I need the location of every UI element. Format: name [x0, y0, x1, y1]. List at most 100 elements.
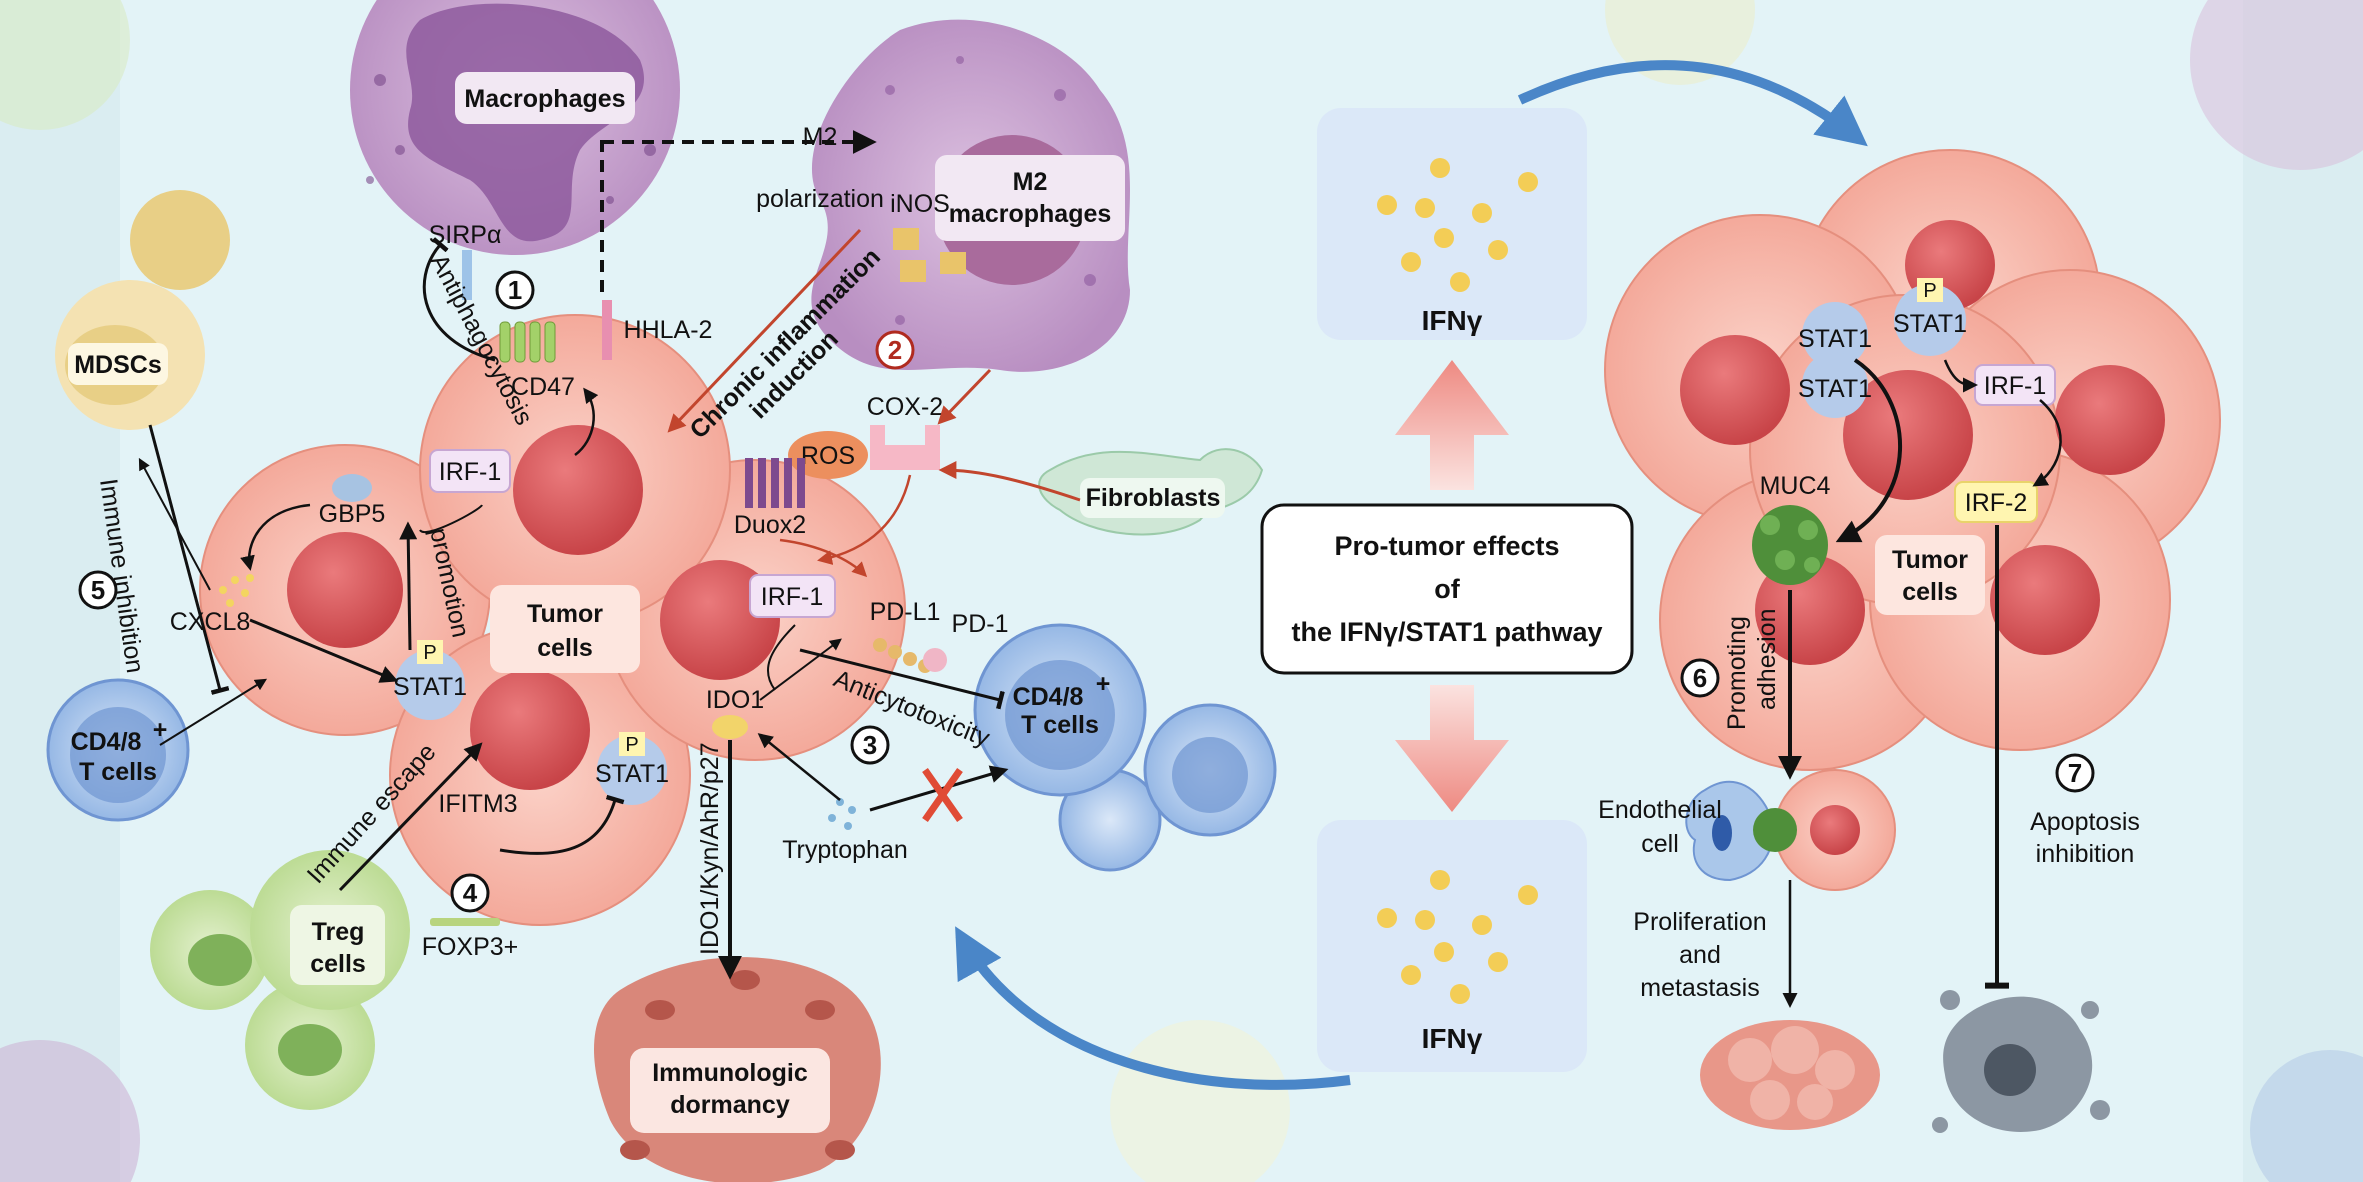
stat1-promotion-arrow [399, 521, 418, 651]
ifitm3-label: IFITM3 [438, 790, 517, 818]
ifn-top-label: IFNγ [1422, 305, 1483, 336]
immune-escape-arrow [338, 742, 483, 892]
tcell-tumor-arrow [159, 678, 268, 746]
muc4-blob: MUC4 [1752, 472, 1831, 585]
number-5: 5 [78, 570, 118, 610]
foxp3-shape [430, 918, 500, 926]
svg-text:P: P [1923, 280, 1936, 302]
treg-cells: Treg cells [150, 850, 410, 1110]
ifn-panel-top: IFNγ [1317, 108, 1587, 340]
endothelial-cell [1685, 769, 1896, 891]
svg-text:STAT1: STAT1 [1798, 375, 1872, 403]
svg-text:P: P [625, 734, 638, 756]
treg-label-line1: Treg [312, 918, 365, 946]
mdscs-cell: MDSCs [55, 190, 230, 430]
dormancy-label-line1: Immunologic [652, 1059, 808, 1087]
svg-text:IRF-1: IRF-1 [439, 458, 502, 486]
bg-cell [0, 0, 130, 130]
number-3: 3 [850, 725, 890, 765]
promoting-adhesion-line2: adhesion [1753, 609, 1781, 710]
macrophage: Macrophages [350, 0, 680, 255]
gbp5-shape [332, 474, 372, 502]
center-title-line1: Pro-tumor effects [1334, 531, 1559, 561]
mdscs-label: MDSCs [74, 351, 162, 379]
ido1-shape [712, 715, 748, 739]
apoptotic-cell [1932, 990, 2110, 1133]
m2-polarization-line1: M2 [803, 123, 838, 151]
fibroblast-cox2-arrow [938, 461, 1081, 502]
gbp5-label: GBP5 [319, 500, 386, 528]
irf1-irf2-arrow [2032, 399, 2062, 487]
gbp5-cxcl8-arrow [240, 503, 311, 571]
blue-arrow-to-right [1517, 60, 1868, 147]
tumor-cluster-right: Tumor cells [1604, 149, 2221, 771]
bg-cell [1110, 1020, 1290, 1182]
svg-text:Duox2: Duox2 [734, 511, 806, 539]
stat1-left-badge: P STAT1 [393, 640, 467, 720]
number-6: 6 [1680, 658, 1720, 698]
treg-label-line2: cells [310, 950, 366, 978]
hhla2-receptor: HHLA-2 [602, 300, 712, 360]
ros-badge: ROS [788, 431, 868, 479]
svg-text:3: 3 [863, 730, 877, 760]
promoting-adhesion-line1: Promoting [1723, 616, 1751, 730]
stat1-p-right: P STAT1 [1893, 278, 1967, 356]
duox2-arrow [779, 538, 868, 578]
immune-inhibition [148, 424, 230, 695]
ido1-label: IDO1 [706, 686, 764, 714]
tryptophan-ido1-arrow [757, 733, 841, 801]
inos-label: iNOS [890, 190, 950, 218]
irf1-badge-b: IRF-1 [749, 574, 836, 618]
svg-text:6: 6 [1693, 663, 1707, 693]
proliferation-mass [1700, 1020, 1880, 1130]
fibroblasts: Fibroblasts [1038, 448, 1264, 536]
endothelial-label-line2: cell [1641, 830, 1679, 858]
stat1-mid-badge: P STAT1 [595, 732, 669, 805]
svg-text:IRF-1: IRF-1 [761, 583, 824, 611]
tcell-right-line1: CD4/8 [1013, 683, 1084, 711]
dormancy-label-line2: dormancy [670, 1091, 790, 1119]
ido1-pdl1-arrow [759, 638, 842, 701]
tumor-left-label-line1: Tumor [527, 600, 603, 628]
svg-text:P: P [423, 642, 436, 664]
irf1-badge-a: IRF-1 [429, 449, 511, 493]
svg-text:PD-L1: PD-L1 [870, 598, 941, 626]
stat1-muc4-arrow [1835, 358, 1903, 543]
ifn-panel-bottom: IFNγ [1317, 820, 1587, 1072]
svg-text:STAT1: STAT1 [1798, 325, 1872, 353]
svg-text:7: 7 [2068, 758, 2082, 788]
svg-text:MUC4: MUC4 [1760, 472, 1831, 500]
tcell-right-sup: + [1096, 670, 1111, 698]
cxcl8-mdscs-arrow [138, 457, 211, 591]
proliferation-label-line3: metastasis [1640, 974, 1759, 1002]
m2-label-line1: M2 [1013, 168, 1048, 196]
svg-text:1: 1 [508, 275, 522, 305]
svg-text:2: 2 [888, 335, 902, 365]
center-title-box: Pro-tumor effects of the IFNγ/STAT1 path… [1260, 503, 1634, 675]
tcell-left: CD4/8 + T cells [46, 678, 190, 822]
svg-text:4: 4 [463, 878, 478, 908]
proliferation-label-line1: Proliferation [1633, 908, 1766, 936]
foxp3-label: FOXP3+ [422, 933, 519, 961]
svg-text:IRF-1: IRF-1 [1984, 372, 2047, 400]
tumor-left-label-line2: cells [537, 634, 593, 662]
apoptosis-label-line1: Apoptosis [2030, 808, 2140, 836]
svg-text:HHLA-2: HHLA-2 [624, 316, 713, 344]
blue-arrow-to-left [955, 926, 1351, 1090]
immunologic-dormancy: Immunologic dormancy [594, 957, 881, 1182]
svg-text:COX-2: COX-2 [867, 393, 943, 421]
svg-text:STAT1: STAT1 [595, 760, 669, 788]
svg-text:CD47: CD47 [511, 373, 575, 401]
tcell-left-line1: CD4/8 [71, 728, 142, 756]
stat1-dimer-right: STAT1 STAT1 [1798, 302, 1872, 418]
number-4: 4 [450, 873, 490, 913]
m2-label-line2: macrophages [949, 200, 1112, 228]
svg-text:IRF-2: IRF-2 [1965, 489, 2028, 517]
m2-cox2-arrow [937, 368, 992, 425]
irf1-badge-c: IRF-1 [1974, 364, 2056, 406]
irf1-ido1-connector [766, 624, 796, 691]
tryptophan-dots [828, 798, 856, 830]
tcell-right-line2: T cells [1021, 711, 1099, 739]
